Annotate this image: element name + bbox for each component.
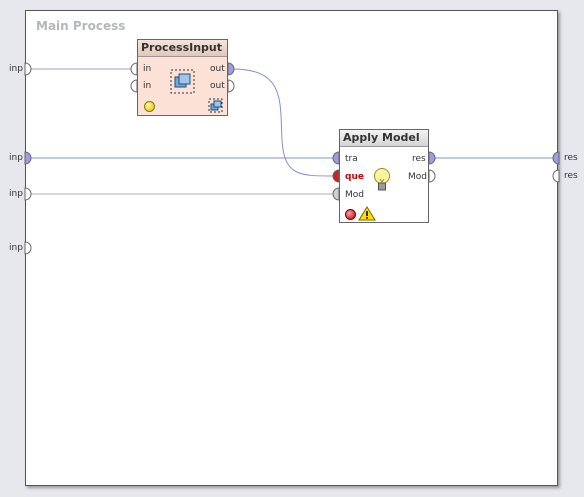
processinput-in-port-1 [130, 62, 138, 76]
applymodel-que-port [332, 169, 340, 183]
port-label-mod-out: Mod [408, 172, 427, 182]
process-port-res-1 [552, 151, 560, 165]
applymodel-tra-port [332, 151, 340, 165]
operator-apply-model[interactable]: Apply Model tra que Mod res Mod [339, 129, 429, 223]
operator-title: Apply Model [340, 130, 428, 147]
port-label-out-1: out [210, 64, 225, 74]
process-port-label-inp-2: inp [9, 153, 23, 163]
applymodel-mod-out-port [428, 169, 436, 183]
process-port-label-res-2: res [564, 171, 578, 181]
applymodel-res-port [428, 151, 436, 165]
warning-icon[interactable] [358, 206, 376, 221]
operator-processinput[interactable]: ProcessInput in in out out [137, 39, 228, 116]
subprocess-icon [170, 69, 195, 94]
processinput-out-port-1 [227, 62, 235, 76]
port-label-mod-in: Mod [345, 190, 364, 200]
process-port-label-inp-3: inp [9, 189, 23, 199]
process-port-inp-3 [24, 187, 32, 201]
port-label-tra: tra [345, 154, 358, 164]
process-port-inp-4 [24, 241, 32, 255]
process-port-label-inp-1: inp [9, 64, 23, 74]
port-label-out-2: out [210, 81, 225, 91]
operator-title: ProcessInput [138, 40, 227, 57]
wire-processinput-applymodel-que [231, 68, 334, 177]
subprocess-small-icon[interactable] [208, 98, 224, 114]
status-red-icon [345, 209, 356, 220]
process-port-inp-1 [24, 62, 32, 76]
process-port-inp-2 [24, 151, 32, 165]
processinput-out-port-2 [227, 79, 235, 93]
lightbulb-icon [374, 168, 390, 191]
process-port-res-2 [552, 169, 560, 183]
port-label-in-2: in [143, 81, 152, 91]
status-yellow-icon [144, 101, 155, 112]
applymodel-mod-port [332, 187, 340, 201]
process-canvas[interactable] [25, 10, 558, 486]
process-port-label-inp-4: inp [9, 243, 23, 253]
port-label-que: que [345, 172, 364, 182]
process-port-label-res-1: res [564, 153, 578, 163]
port-label-in-1: in [143, 64, 152, 74]
port-label-res: res [412, 154, 426, 164]
process-title: Main Process [36, 19, 126, 33]
processinput-in-port-2 [130, 79, 138, 93]
